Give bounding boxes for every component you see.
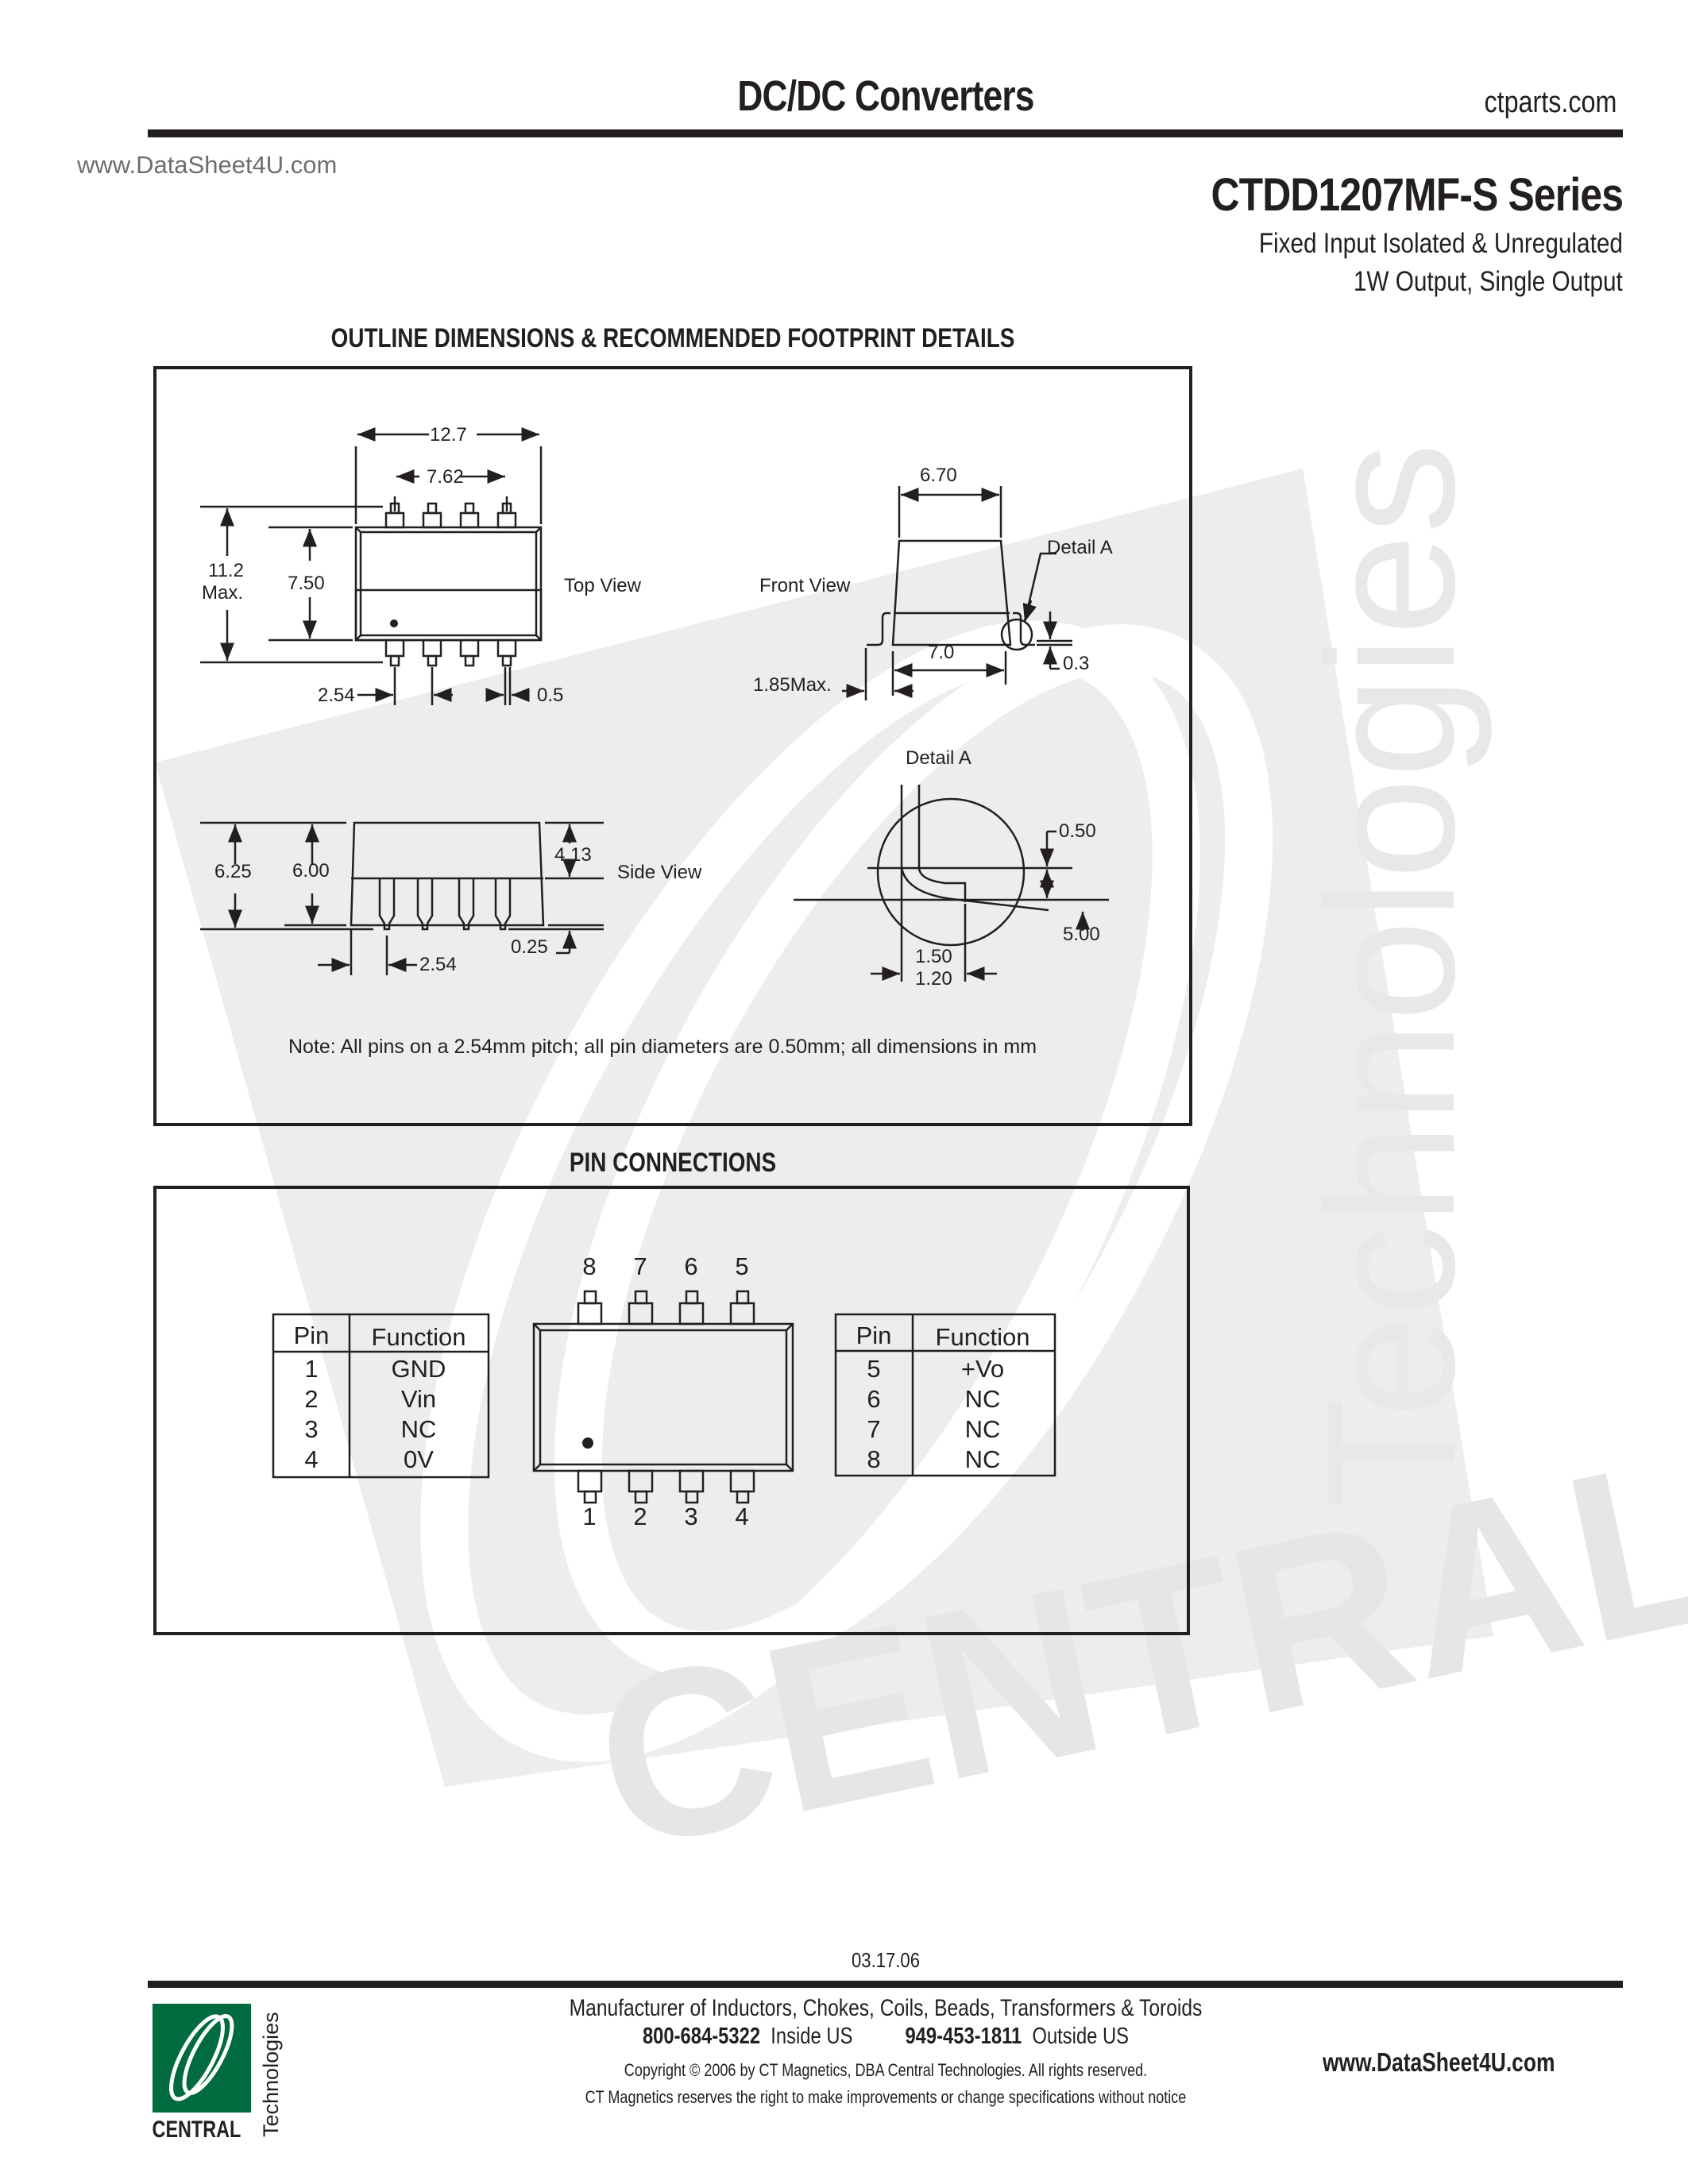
dim-top-pin-span: 7.62 xyxy=(427,466,464,488)
right-table-pin: 6 xyxy=(867,1385,880,1413)
top-view-drawing xyxy=(200,427,543,705)
dim-front-lead-max: 1.85Max. xyxy=(753,674,832,696)
watermark-technologies-text: Technologies xyxy=(1288,442,1493,1509)
outline-dimensions-panel xyxy=(153,366,1192,1126)
dim-front-top-width: 6.70 xyxy=(920,465,957,486)
dim-side-body-height: 6.00 xyxy=(292,860,330,882)
logo-technologies-vertical: Technologies xyxy=(259,2012,283,2137)
pin-diagram xyxy=(272,1290,1056,1504)
left-table-header-pin: Pin xyxy=(294,1322,330,1349)
right-table-pin: 7 xyxy=(867,1415,880,1443)
right-table-pin: 5 xyxy=(867,1355,880,1383)
left-pin-table-frame xyxy=(272,1313,490,1479)
right-pin-table-frame xyxy=(834,1313,1056,1477)
detail-a-callout: Detail A xyxy=(1047,537,1113,558)
datasheet4u-link-bottom[interactable]: www.DataSheet4U.com xyxy=(1323,2047,1555,2077)
pin-label-bottom-4: 4 xyxy=(735,1503,748,1530)
dim-top-body-height: 7.50 xyxy=(288,573,325,594)
phone-outside-label: Outside US xyxy=(1032,2024,1130,2049)
rights-notice: CT Magnetics reserves the right to make … xyxy=(585,2087,1187,2107)
dim-side-total-height: 6.25 xyxy=(214,861,252,882)
left-table-function: NC xyxy=(401,1415,437,1443)
svg-text:Technologies: Technologies xyxy=(259,2012,283,2137)
left-table-function: 0V xyxy=(404,1445,434,1473)
dim-detail-angle: 5.00 xyxy=(1063,924,1100,945)
dim-top-height-max: 11.2 xyxy=(208,560,244,581)
outline-note: Note: All pins on a 2.54mm pitch; all pi… xyxy=(288,1036,1037,1058)
pin-label-top-6: 6 xyxy=(684,1252,697,1280)
phone-line: 800-684-5322 Inside US 949-453-1811 Outs… xyxy=(160,2024,1613,2050)
dim-top-width: 12.7 xyxy=(430,424,467,446)
product-subtitle-line-1: Fixed Input Isolated & Unregulated xyxy=(1258,228,1623,259)
top-view-label: Top View xyxy=(564,575,642,596)
left-table-function: GND xyxy=(392,1355,446,1383)
dim-detail-foot-max: 1.50 xyxy=(915,946,952,967)
phone-inside-label: Inside US xyxy=(771,2024,853,2049)
outline-section-title: OUTLINE DIMENSIONS & RECOMMENDED FOOTPRI… xyxy=(330,323,1015,353)
header-divider xyxy=(148,129,1623,137)
product-subtitle-line-2: 1W Output, Single Output xyxy=(1353,266,1623,297)
site-link[interactable]: ctparts.com xyxy=(1484,86,1617,119)
pin-label-top-7: 7 xyxy=(633,1252,647,1280)
product-series-title: CTDD1207MF-S Series xyxy=(1211,169,1624,221)
right-table-header-function: Function xyxy=(936,1323,1030,1351)
detail-a-label: Detail A xyxy=(906,747,971,769)
dim-side-upper-height: 4.13 xyxy=(554,844,592,866)
dim-top-pin-width: 0.5 xyxy=(537,685,563,706)
datasheet4u-link-top[interactable]: www.DataSheet4U.com xyxy=(77,151,338,179)
left-table-pin: 3 xyxy=(304,1415,318,1443)
dim-detail-lead-height: 0.50 xyxy=(1059,820,1096,842)
footer-divider xyxy=(148,1981,1623,1988)
phone-outside-us[interactable]: 949-453-1811 xyxy=(905,2024,1022,2049)
left-table-pin: 4 xyxy=(304,1445,318,1473)
logo-central-text: CENTRAL xyxy=(153,2116,241,2142)
front-view-drawing xyxy=(842,486,1072,700)
dim-top-height-max-label: Max. xyxy=(202,582,243,604)
right-table-function: NC xyxy=(965,1445,1001,1473)
dim-top-pitch: 2.54 xyxy=(318,685,355,706)
dim-side-standoff: 0.25 xyxy=(511,936,548,958)
pin-connections-title: PIN CONNECTIONS xyxy=(569,1148,777,1178)
left-table-function: Vin xyxy=(401,1385,436,1413)
right-table-function: NC xyxy=(965,1385,1001,1413)
front-view-label: Front View xyxy=(759,575,851,596)
right-table-header-pin: Pin xyxy=(856,1322,892,1349)
dim-front-bottom-width: 7.0 xyxy=(928,642,954,663)
left-table-pin: 2 xyxy=(304,1385,318,1413)
left-table-header-function: Function xyxy=(372,1323,466,1351)
right-table-pin: 8 xyxy=(867,1445,880,1473)
pin-label-bottom-1: 1 xyxy=(582,1503,596,1530)
dim-front-lead-thickness: 0.3 xyxy=(1063,653,1089,674)
pin-label-bottom-3: 3 xyxy=(684,1503,697,1530)
right-table-function: +Vo xyxy=(961,1355,1004,1383)
pin-label-top-5: 5 xyxy=(735,1252,748,1280)
right-table-function: NC xyxy=(965,1415,1001,1443)
phone-inside-us[interactable]: 800-684-5322 xyxy=(642,2024,761,2049)
side-view-drawing xyxy=(200,821,604,975)
central-technologies-logo: CENTRAL xyxy=(153,2004,251,2142)
pin-connections-panel xyxy=(153,1186,1190,1635)
dim-side-offset: 2.54 xyxy=(419,954,457,975)
left-table-pin: 1 xyxy=(304,1355,318,1383)
dim-detail-foot-min: 1.20 xyxy=(915,968,952,990)
manufacturer-line: Manufacturer of Inductors, Chokes, Coils… xyxy=(569,1995,1203,2021)
pin-label-bottom-2: 2 xyxy=(633,1503,647,1530)
revision-date: 03.17.06 xyxy=(851,1948,921,1972)
copyright-notice: Copyright © 2006 by CT Magnetics, DBA Ce… xyxy=(624,2060,1148,2080)
detail-a-drawing xyxy=(794,785,1109,982)
page-header-title: DC/DC Converters xyxy=(737,72,1034,120)
side-view-label: Side View xyxy=(617,862,702,883)
pin-label-top-8: 8 xyxy=(582,1252,596,1280)
